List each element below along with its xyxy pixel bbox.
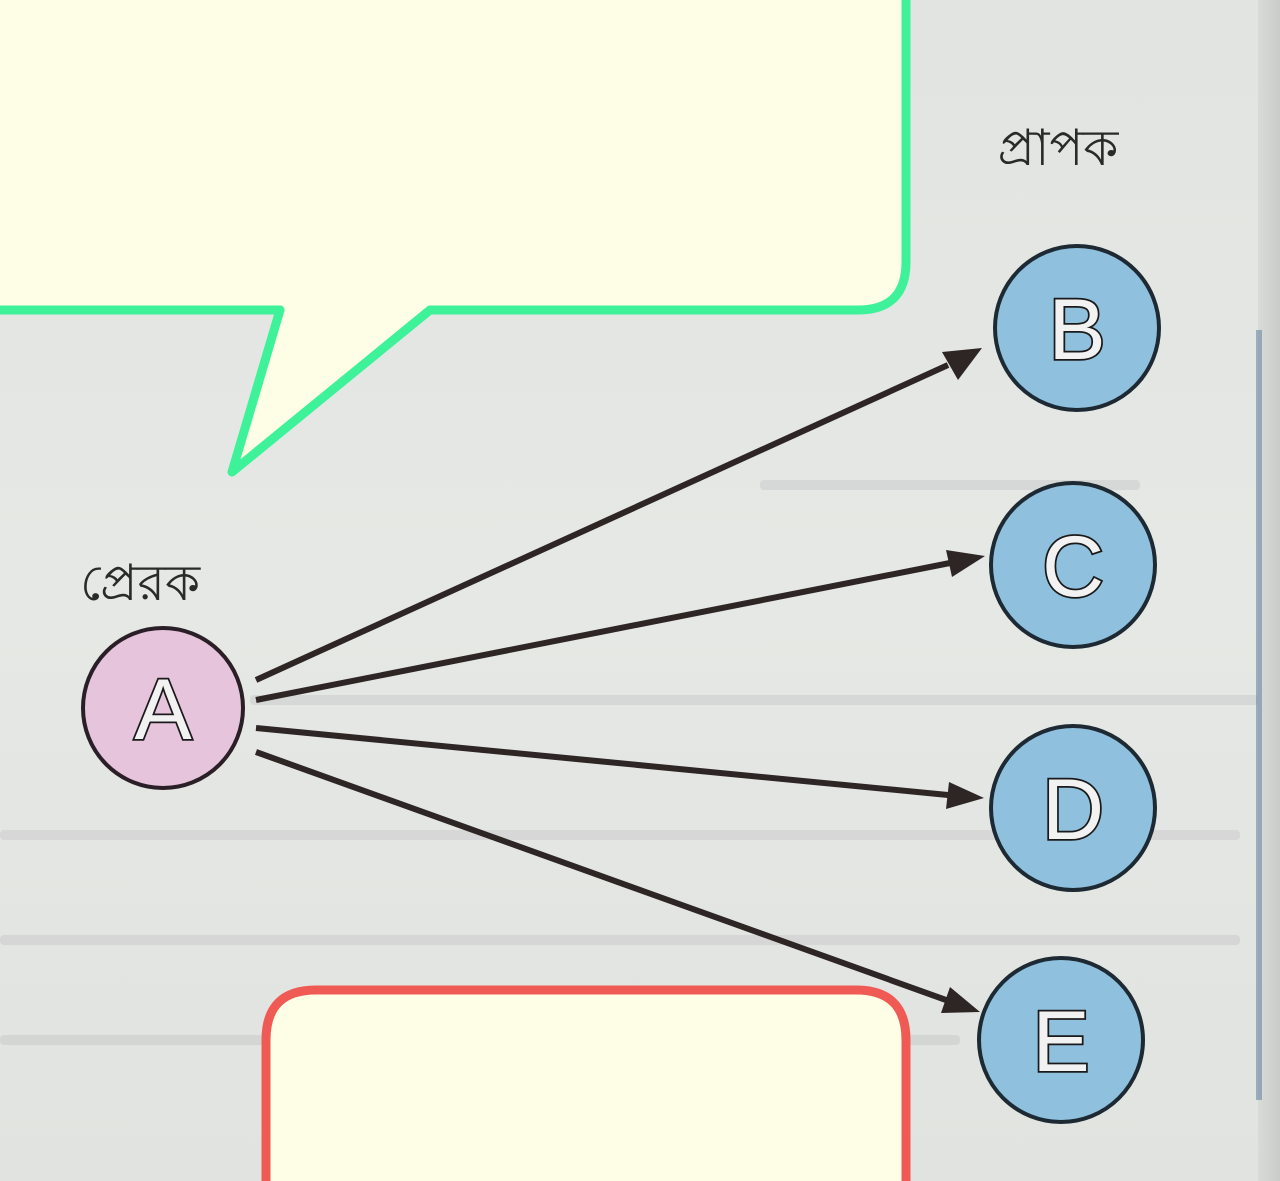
receiver-label: প্রাপক: [998, 119, 1120, 177]
node-d-letter: D: [1042, 762, 1104, 858]
bleed-text-line: [250, 695, 1260, 705]
node-e-letter: E: [1032, 994, 1089, 1090]
node-e: E: [977, 956, 1145, 1124]
bleed-text-line: [0, 830, 1240, 840]
node-a-letter: A: [134, 662, 192, 758]
arrow-a-to-b: [254, 362, 950, 683]
node-b-letter: B: [1048, 282, 1105, 378]
node-c: C: [989, 481, 1157, 649]
node-b: B: [993, 244, 1161, 412]
arrowhead-d: [946, 782, 984, 809]
speech-bubble-overlay: [0, 0, 911, 477]
node-b-circle: [993, 244, 1161, 412]
answer-box-overlay: [261, 985, 911, 1181]
node-c-circle: [989, 481, 1157, 649]
node-d: D: [989, 724, 1157, 892]
arrow-a-to-e: [254, 749, 948, 1003]
arrowhead-c: [946, 550, 985, 577]
sender-label: প্রেরক: [80, 554, 201, 612]
page-edge: [1258, 0, 1280, 1181]
arrowhead-e: [941, 987, 980, 1013]
node-d-circle: [989, 724, 1157, 892]
arrowhead-b: [942, 348, 982, 380]
arrow-group: [254, 348, 985, 1013]
node-a: A: [81, 626, 245, 790]
arrow-a-to-c: [255, 560, 951, 703]
node-a-circle: [81, 626, 245, 790]
node-e-circle: [977, 956, 1145, 1124]
bleed-text-line: [0, 935, 1240, 945]
bleed-text-line: [760, 480, 1140, 490]
node-c-letter: C: [1042, 519, 1104, 615]
page-edge-accent: [1256, 330, 1262, 1100]
arrow-a-to-d: [255, 725, 949, 798]
